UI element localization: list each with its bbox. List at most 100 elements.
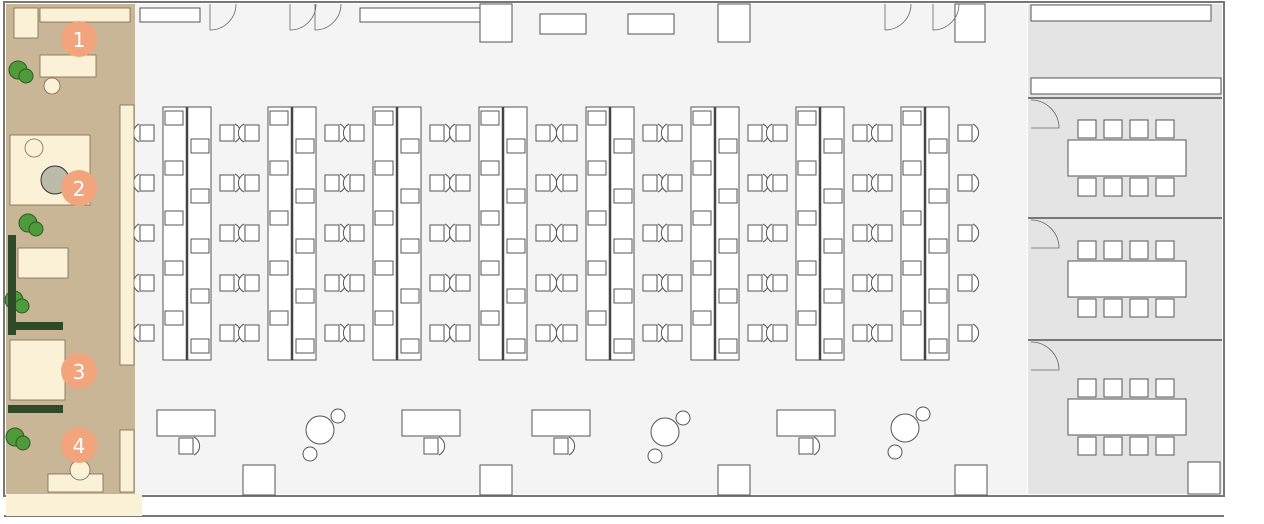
- chair-icon: [852, 123, 875, 143]
- chair-back: [660, 173, 668, 193]
- chair-seat: [747, 124, 763, 142]
- chair-seat: [324, 174, 340, 192]
- lounge-cabinet: [13, 7, 39, 39]
- chair-seat: [642, 224, 658, 242]
- chair-seat: [852, 224, 868, 242]
- chair-seat: [957, 274, 973, 292]
- chair-seat: [219, 124, 235, 142]
- chair-icon: [553, 436, 576, 456]
- chair-back: [870, 123, 878, 143]
- monitor: [823, 138, 843, 154]
- chair-back: [972, 273, 980, 293]
- outer-wall: [3, 1, 1225, 497]
- chair-icon: [1129, 378, 1149, 398]
- monitor: [613, 138, 633, 154]
- monitor: [718, 338, 738, 354]
- monitor: [480, 260, 500, 276]
- chair-seat: [349, 124, 365, 142]
- monitor: [797, 310, 817, 326]
- chair-icon: [324, 323, 347, 343]
- chair-seat: [877, 174, 893, 192]
- chair-icon: [852, 323, 875, 343]
- monitor: [190, 188, 210, 204]
- chair-icon: [1103, 240, 1123, 260]
- badge-circle: [61, 21, 97, 57]
- chair-icon: [1129, 436, 1149, 456]
- wall-fixture: [139, 7, 201, 23]
- chair-icon: [555, 223, 578, 243]
- chair-icon: [219, 273, 242, 293]
- wall-fixture: [1030, 77, 1222, 95]
- chair-icon: [957, 323, 980, 343]
- desk-cluster: [585, 106, 635, 361]
- chair-icon: [1155, 240, 1175, 260]
- monitor: [164, 110, 184, 126]
- chair-back: [972, 223, 980, 243]
- monitor: [718, 188, 738, 204]
- chair-seat: [562, 124, 578, 142]
- chair-back: [438, 436, 446, 456]
- chair-icon: [219, 223, 242, 243]
- planter-hedge: [8, 405, 63, 413]
- chair-icon: [1129, 177, 1149, 197]
- chair-icon: [448, 223, 471, 243]
- monitor: [295, 188, 315, 204]
- wall-fixture: [479, 3, 513, 43]
- chair-icon: [429, 223, 452, 243]
- chair-seat: [642, 174, 658, 192]
- chair-back: [237, 123, 245, 143]
- door-swing: [1030, 99, 1060, 129]
- monitor: [692, 160, 712, 176]
- chair-back: [555, 123, 563, 143]
- monitor: [269, 260, 289, 276]
- monitor: [587, 310, 607, 326]
- chair-back: [448, 123, 456, 143]
- chair-icon: [747, 273, 770, 293]
- chair-seat: [877, 124, 893, 142]
- chair-back: [237, 173, 245, 193]
- monitor: [269, 160, 289, 176]
- wall-fixture: [359, 7, 481, 23]
- chair-back: [765, 273, 773, 293]
- chair-seat: [535, 174, 551, 192]
- chair-back: [342, 323, 350, 343]
- chair-icon: [342, 323, 365, 343]
- monitor: [613, 188, 633, 204]
- chair-icon: [642, 273, 665, 293]
- chair-icon: [324, 123, 347, 143]
- chair-icon: [429, 173, 452, 193]
- monitor: [823, 238, 843, 254]
- chair-seat: [747, 274, 763, 292]
- chair-icon: [1129, 119, 1149, 139]
- chair-back: [342, 173, 350, 193]
- column: [479, 464, 513, 496]
- chair-icon: [219, 123, 242, 143]
- chair-seat: [455, 224, 471, 242]
- monitor: [797, 260, 817, 276]
- monitor: [928, 188, 948, 204]
- door-swing: [932, 3, 960, 31]
- chair-seat: [244, 124, 260, 142]
- monitor: [506, 238, 526, 254]
- chair-icon: [324, 273, 347, 293]
- chair-seat: [535, 324, 551, 342]
- monitor: [295, 138, 315, 154]
- badge-label: 1: [73, 28, 86, 52]
- monitor: [400, 338, 420, 354]
- chair-icon: [429, 123, 452, 143]
- plant-icon: [15, 435, 31, 451]
- chair-icon: [535, 173, 558, 193]
- chair-back: [765, 173, 773, 193]
- round-table: [890, 413, 920, 443]
- meeting-table: [1067, 398, 1187, 436]
- chair-icon: [535, 273, 558, 293]
- desk-cluster: [478, 106, 528, 361]
- lounge-furniture: [9, 339, 66, 401]
- badge-circle: [61, 353, 97, 389]
- chair-seat: [455, 174, 471, 192]
- chair-seat: [219, 224, 235, 242]
- chair-back: [555, 223, 563, 243]
- chair-seat: [957, 124, 973, 142]
- monitor: [797, 110, 817, 126]
- monitor: [587, 210, 607, 226]
